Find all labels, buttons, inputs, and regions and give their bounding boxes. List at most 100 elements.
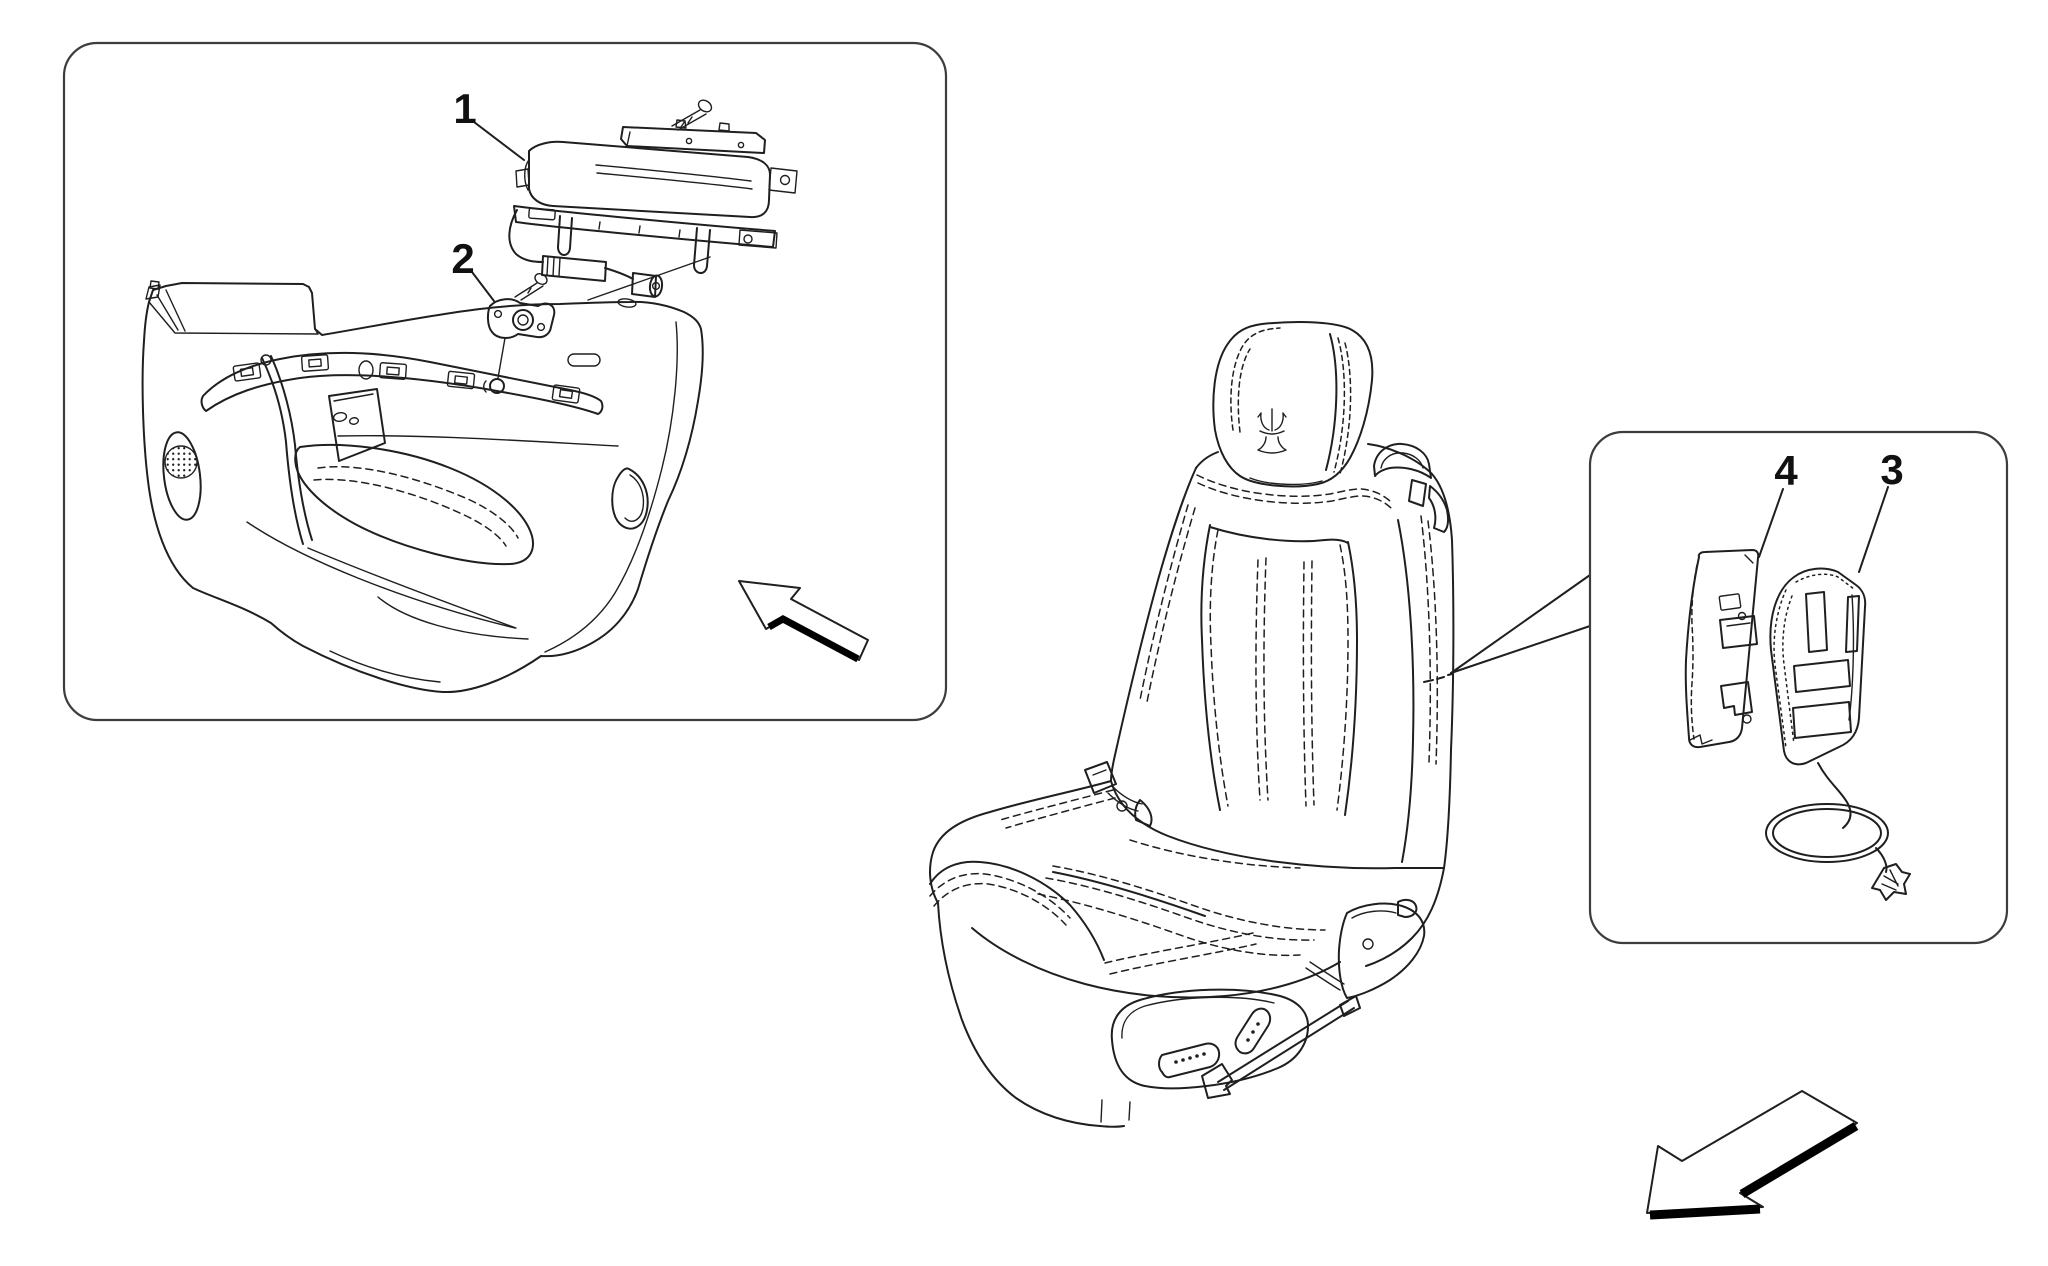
bracket-edge xyxy=(626,131,631,147)
left-bolster-ridge xyxy=(929,860,1105,961)
armrest-stitching xyxy=(317,465,519,539)
screw-icon xyxy=(671,99,713,131)
grab-handle xyxy=(270,355,313,541)
pleat-stitching xyxy=(1302,561,1307,807)
airbag-panel xyxy=(1792,701,1852,739)
recliner-pivot xyxy=(1362,938,1374,950)
belt-guide-loop xyxy=(1373,442,1432,479)
trident-base xyxy=(1257,436,1287,454)
seat-backrest xyxy=(1110,442,1455,870)
belt-strap xyxy=(1428,485,1449,533)
tweeter-inner xyxy=(624,474,645,522)
airbag-cable xyxy=(1765,762,1911,901)
frame-hook xyxy=(557,215,573,256)
cushion-right-edge xyxy=(1365,867,1445,967)
cushion-stitching xyxy=(1005,797,1116,829)
pleat-stitching xyxy=(1310,560,1315,806)
callout-leader-2 xyxy=(471,271,495,302)
clip xyxy=(300,354,330,372)
callout-leader-4 xyxy=(1758,488,1784,558)
seat-switch xyxy=(1234,1007,1272,1055)
callout-leader-3 xyxy=(1858,486,1889,573)
panel-inner-edge xyxy=(544,321,678,653)
headrest-outline xyxy=(1212,321,1374,488)
airbag-dotted-seam xyxy=(1795,573,1855,590)
airbag-location-dashes xyxy=(1423,673,1453,683)
sensor-mount-hole xyxy=(489,378,505,394)
screw-head xyxy=(534,273,548,285)
cable-lead xyxy=(1817,762,1852,829)
bolster-stitching xyxy=(1139,504,1189,701)
view-direction-arrow-icon xyxy=(1646,1090,1859,1220)
cushion-pleat xyxy=(1045,877,1315,941)
trident-left-prong xyxy=(1257,412,1270,431)
headrest-stitching xyxy=(1339,342,1352,475)
bolster-stitching xyxy=(1420,515,1432,763)
cushion-creases xyxy=(595,164,753,190)
clip xyxy=(232,362,262,382)
clip-slot xyxy=(386,366,400,376)
seat-airbag-inset-box: 4 3 xyxy=(1588,430,2009,945)
bolster-stitching xyxy=(933,882,1067,926)
headrest-stitching xyxy=(1333,337,1346,473)
bracket-window-step xyxy=(1726,622,1751,627)
clip-band xyxy=(200,351,604,415)
belt-guide xyxy=(1373,442,1449,533)
map-pocket-line xyxy=(329,650,441,683)
screw-shaft xyxy=(671,109,707,131)
sensor-plate xyxy=(486,298,556,339)
trident-right-prong xyxy=(1274,412,1287,431)
right-tab-hole xyxy=(779,174,791,186)
arrow-up-left xyxy=(738,580,869,661)
shoulder-stitching xyxy=(1197,482,1393,510)
cushion-pleat xyxy=(1129,839,1301,869)
cable-coil xyxy=(1772,808,1882,858)
armrest-stitching xyxy=(313,478,507,547)
tweeter-bezel xyxy=(611,467,649,530)
lock-pin-slot xyxy=(567,353,601,367)
airbag-dotted-seam xyxy=(1773,589,1787,749)
bracket-torn-edge xyxy=(1690,564,1698,740)
airbag-bracket-bar xyxy=(620,126,766,154)
bracket-bottom-tab xyxy=(1689,734,1713,745)
frame-end-plate xyxy=(738,229,778,249)
switch-panel-inner xyxy=(1121,996,1275,1039)
sensor-cylinder-inner xyxy=(517,314,529,326)
recliner-cover xyxy=(1337,902,1426,999)
right-tab xyxy=(768,167,798,194)
sensor-hole xyxy=(536,322,546,332)
cushion-stitching xyxy=(999,789,1114,821)
insert-stitching xyxy=(1209,529,1229,807)
switch-dots xyxy=(1174,1052,1206,1064)
bracket-outline xyxy=(1684,549,1760,749)
headrest-crease xyxy=(1325,333,1338,471)
dot xyxy=(1256,1022,1260,1026)
panel-top-hole xyxy=(617,298,637,308)
insert-right xyxy=(1344,541,1358,816)
bracket-lower-slot xyxy=(1720,681,1753,716)
pleat-stitching xyxy=(1255,559,1261,801)
clip-slot xyxy=(308,358,322,368)
shoulder-stitching xyxy=(1196,474,1393,504)
backrest-left-edge xyxy=(1110,467,1197,782)
speaker-grille xyxy=(164,445,198,479)
dot xyxy=(1202,1052,1206,1056)
seat-base-hardware xyxy=(1201,898,1426,1099)
front-bolster-roll xyxy=(971,927,1341,999)
recliner-inner xyxy=(1351,910,1397,919)
belt-guide-slot xyxy=(1380,452,1424,469)
panel-line xyxy=(246,521,516,629)
switch-plate xyxy=(328,388,386,462)
sensor-hole xyxy=(493,309,503,319)
cable-coil xyxy=(1765,803,1889,863)
front-seat xyxy=(929,321,1455,1128)
dot xyxy=(1195,1054,1199,1058)
bracket-hole xyxy=(737,141,745,149)
airbag-cushion xyxy=(528,140,771,219)
airbag-panel xyxy=(1793,659,1851,693)
recliner-lever xyxy=(1397,898,1418,918)
headrest xyxy=(1212,321,1374,488)
clip-slot xyxy=(558,388,574,400)
bracket-fold xyxy=(1744,554,1754,564)
